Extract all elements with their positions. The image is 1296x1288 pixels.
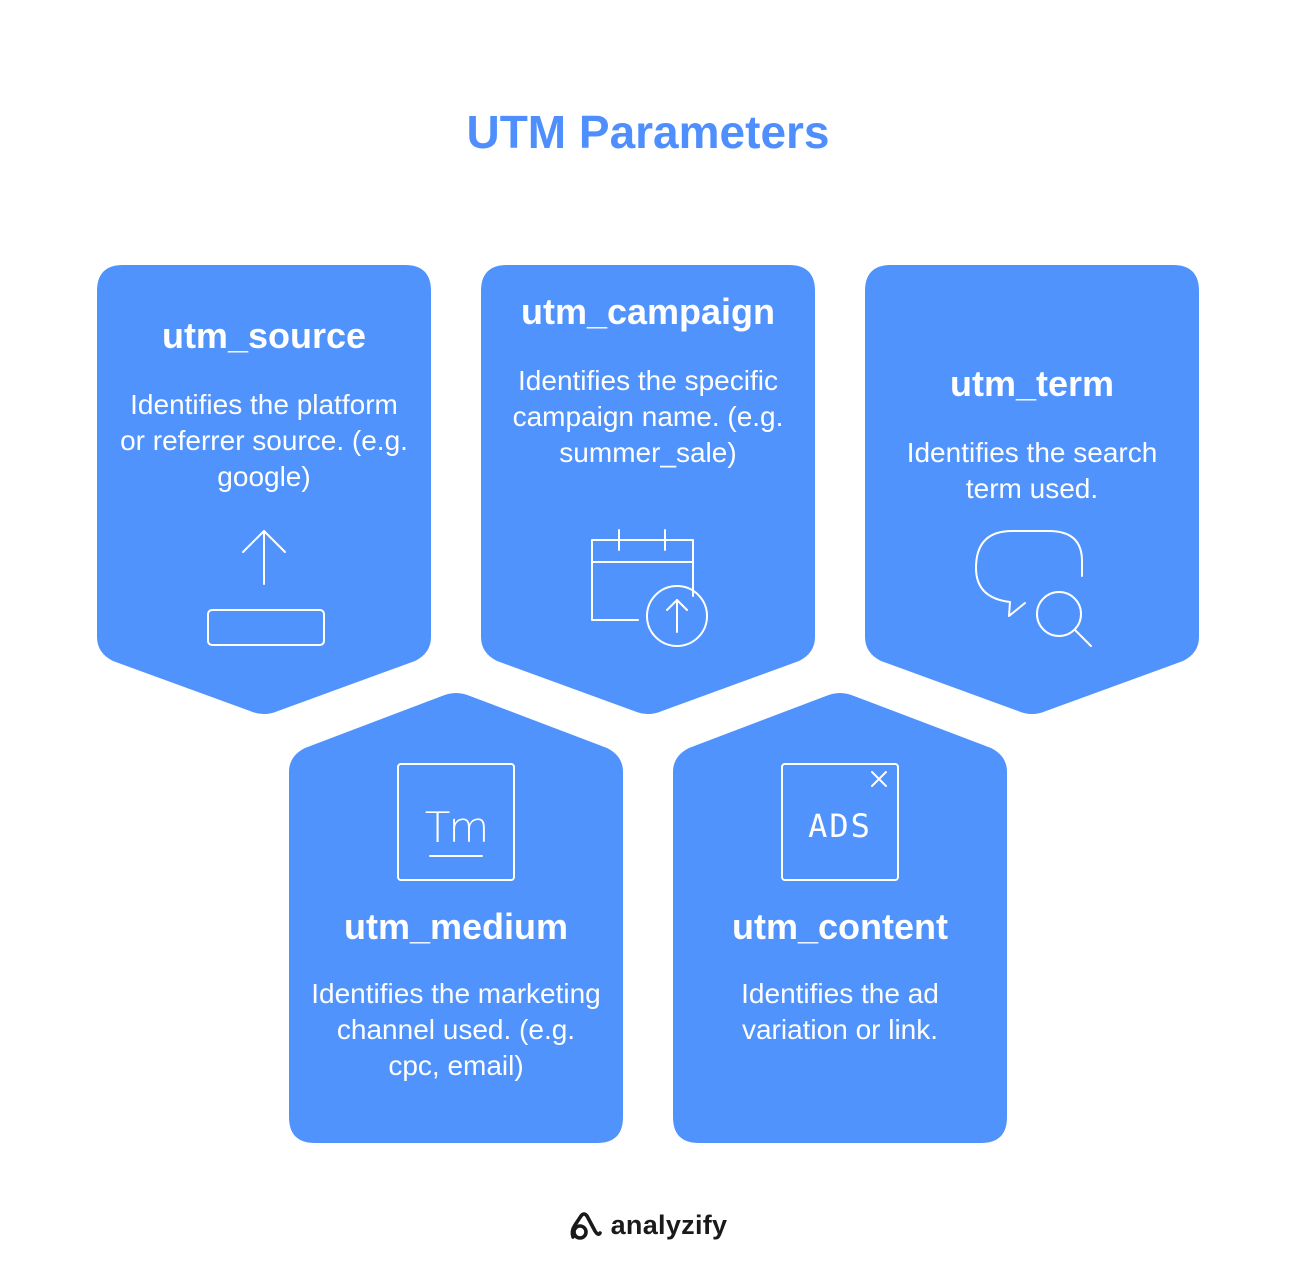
card-description: Identifies the search term used. (906, 437, 1158, 504)
card-name: utm_content (732, 906, 948, 947)
ads-box-text: ADS (808, 807, 872, 845)
card-shape-up (673, 693, 1007, 1143)
card-name: utm_campaign (520, 291, 776, 332)
card-description: Identifies the specific campaign name. (… (512, 365, 784, 468)
card-utm-medium: Tm utm_medium Identifies the marketing c… (289, 690, 623, 1143)
card-shape-down (865, 265, 1199, 714)
upload-icon (207, 530, 325, 646)
card-utm-term: utm_term Identifies the search term used… (865, 265, 1199, 717)
card-shape-down (481, 265, 815, 714)
card-description: Identifies the ad variation or link. (741, 978, 939, 1045)
page-title: UTM Parameters (466, 106, 830, 158)
brand-logo: analyzify (0, 1210, 1296, 1241)
analyzify-logo-icon (570, 1211, 602, 1240)
card-utm-source: utm_source Identifies the platform or re… (97, 265, 431, 717)
card-description: Identifies the platform or referrer sour… (120, 389, 408, 492)
trademark-box-icon: Tm (397, 763, 515, 881)
card-name: utm_medium (343, 906, 569, 947)
card-utm-content: ADS utm_content Identifies the ad variat… (673, 690, 1007, 1143)
card-shape-up (289, 693, 623, 1143)
ads-box-icon: ADS (781, 763, 899, 881)
card-name: utm_term (949, 363, 1115, 404)
calendar-upload-icon (591, 529, 708, 647)
card-name: utm_source (161, 315, 367, 356)
trademark-box-text: Tm (425, 803, 488, 852)
card-shape-down (97, 265, 431, 714)
card-description: Identifies the marketing channel used. (… (311, 978, 601, 1081)
chat-search-icon (975, 530, 1092, 647)
card-utm-campaign: utm_campaign Identifies the specific cam… (481, 265, 815, 717)
brand-wordmark: analyzify (610, 1210, 728, 1240)
